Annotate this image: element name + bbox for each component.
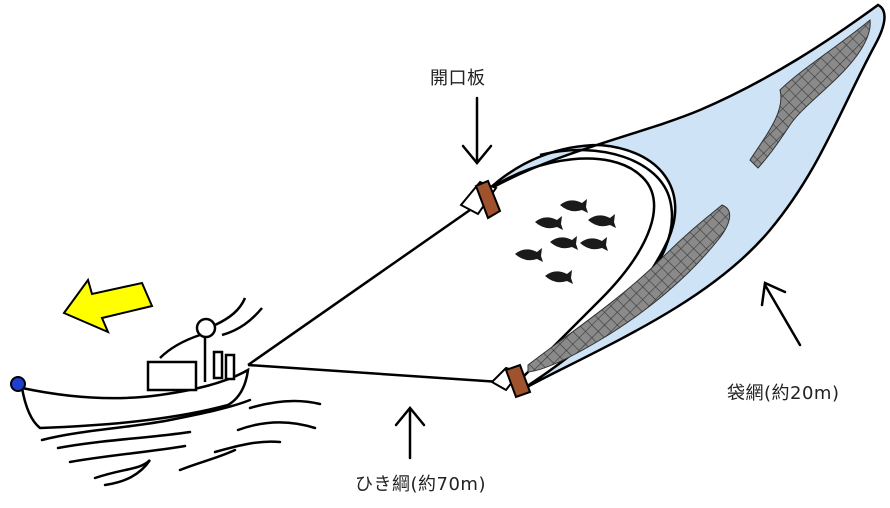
net-inner-curve-1 — [487, 157, 656, 381]
cod-end-label: 袋網(約20m) — [727, 383, 840, 404]
tow-rope-label: ひき綱(約70m) — [355, 474, 486, 495]
boat-icon — [20, 297, 263, 430]
buoy-icon — [10, 376, 26, 392]
tow-rope-upper — [247, 208, 471, 367]
tow-rope-lower — [247, 363, 501, 384]
direction-arrow-icon — [62, 277, 154, 334]
otter-board-label: 開口板 — [430, 68, 486, 89]
mesh-panel-lower — [527, 204, 731, 373]
mesh-panel-upper — [749, 19, 871, 169]
otter-board-lower — [490, 363, 532, 399]
pointer-arrows — [394, 96, 802, 460]
fish-icon — [515, 199, 616, 284]
waves — [40, 398, 322, 487]
otter-board-upper — [459, 179, 502, 220]
